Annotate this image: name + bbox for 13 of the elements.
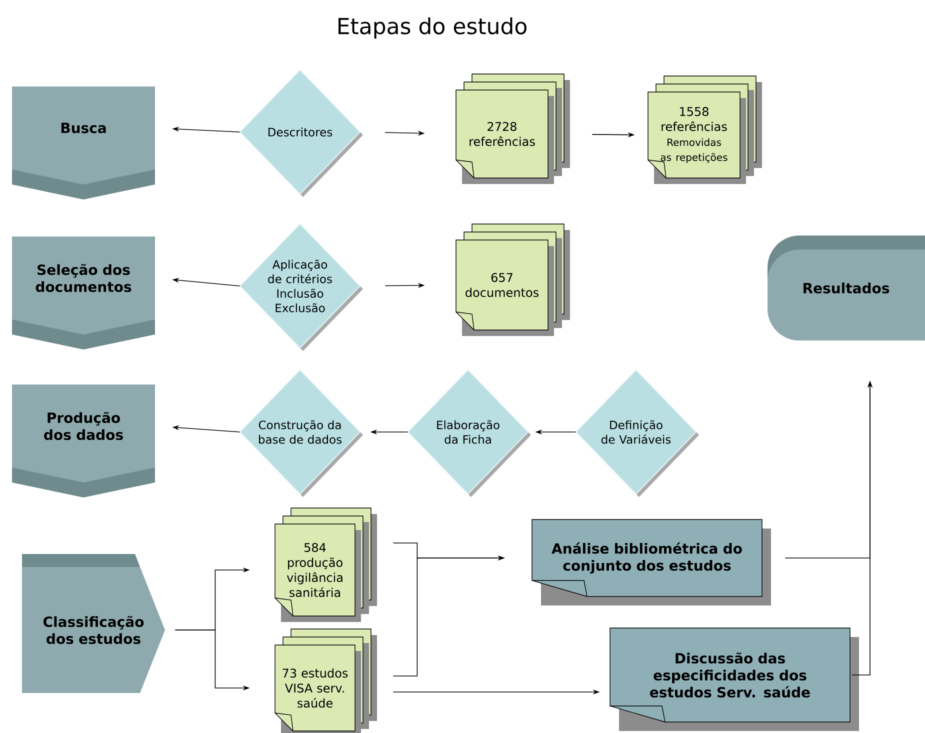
document-stack: 73 estudos VISA serv. saúde <box>274 628 377 733</box>
stage-box: Busca <box>12 86 155 200</box>
stage-box: Seleção dos documentos <box>12 236 155 350</box>
stage-box: Produção dos dados <box>12 384 155 498</box>
document-stack: 657 documentos <box>456 224 570 336</box>
document-stack: 1558 referências Removidas as repetições <box>648 76 762 184</box>
note-box: Discussão das especificidades dos estudos Serv. saúde <box>610 628 860 731</box>
note-box: Análise bibliométrica do conjunto dos estudos <box>532 519 771 606</box>
stage-box: Classificação dos estudos <box>22 554 165 693</box>
title: Etapas do estudo <box>338 17 526 39</box>
result-cylinder: Resultados <box>768 236 925 340</box>
document-stack: 2728 referências <box>456 74 570 184</box>
document-stack: 584 produção vigilância sanitária <box>274 508 377 622</box>
